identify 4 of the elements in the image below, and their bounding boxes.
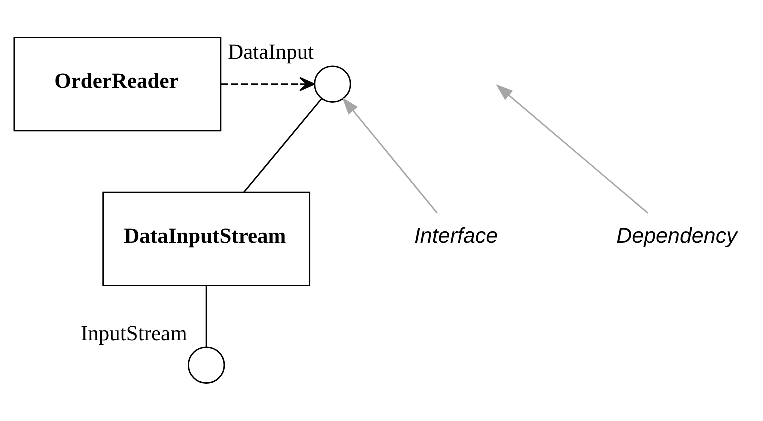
- node-label: InputStream: [81, 321, 188, 346]
- node-text: Interface: [414, 224, 498, 248]
- node-text: Dependency: [616, 224, 738, 248]
- node-label: DataInput: [228, 40, 314, 64]
